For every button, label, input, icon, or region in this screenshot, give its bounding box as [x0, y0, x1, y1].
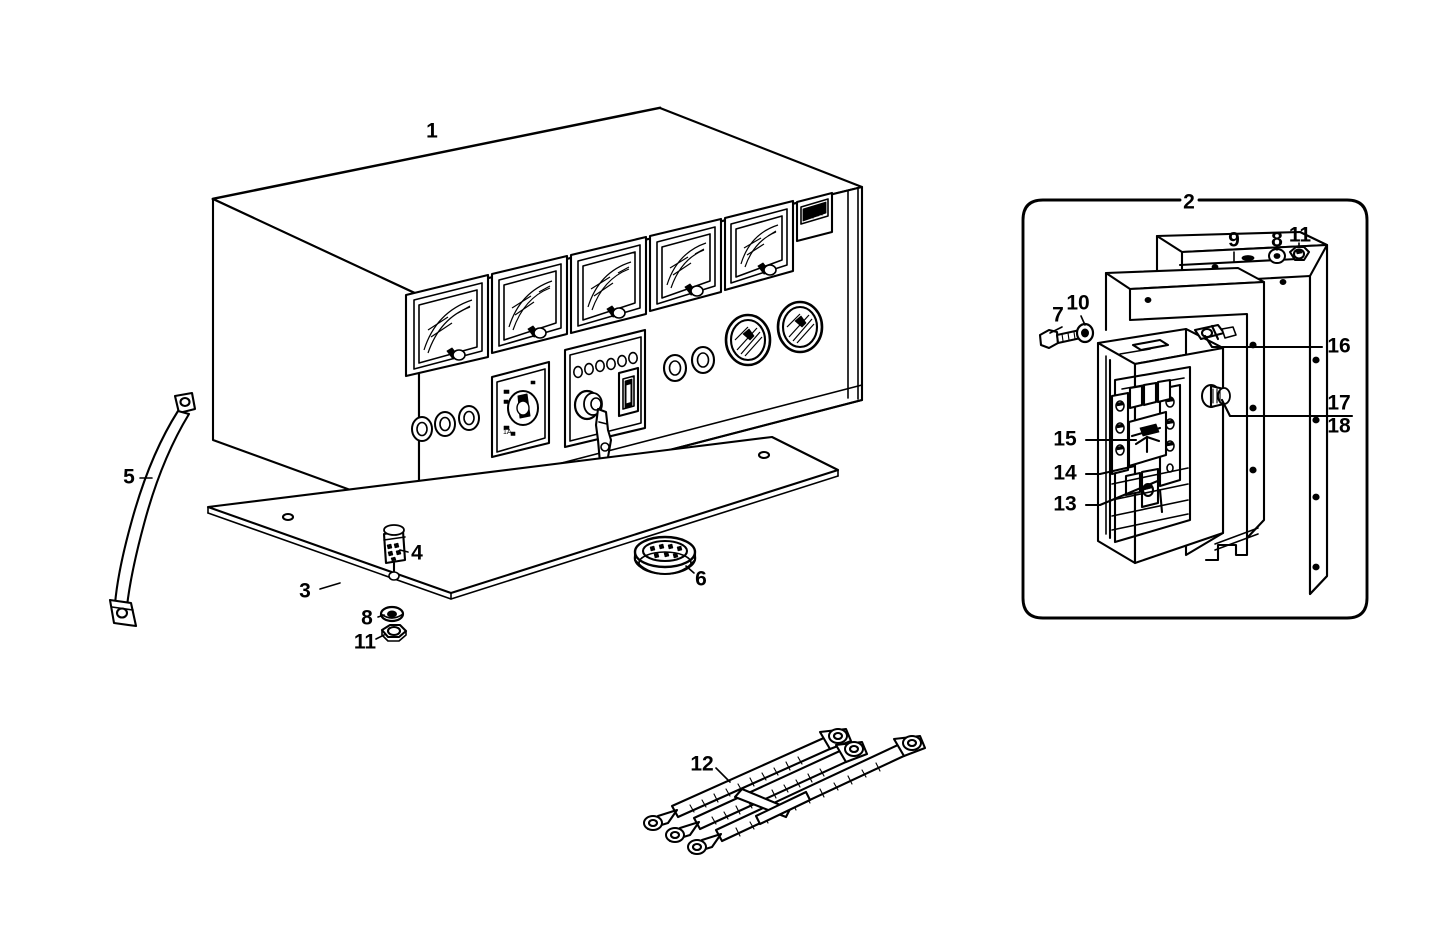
analog-meter-1 [404, 273, 490, 378]
analog-meter-5 [723, 199, 795, 292]
ground-strap-cable [108, 391, 197, 628]
detail-leader-lines [1049, 242, 1354, 507]
rotary-selector-switch[interactable]: 1A [490, 360, 551, 459]
callout-8: 8 [361, 607, 373, 630]
cable-tie-sleeve [733, 787, 812, 826]
small-knob-2 [434, 411, 456, 437]
callout-numbers: 1 2 3 4 5 6 7 8 9 10 11 12 13 14 15 16 1… [123, 120, 1351, 776]
hex-nut-base [380, 623, 408, 642]
hex-bolt [1038, 328, 1083, 350]
cable-2 [665, 740, 869, 843]
hour-meter-counter [795, 191, 834, 243]
hex-nut-bracket [1288, 245, 1311, 262]
lock-washer [1075, 322, 1095, 344]
callout-6: 6 [695, 568, 707, 591]
callout-4: 4 [411, 542, 423, 565]
key-switch-panel [563, 328, 647, 465]
circuit-breaker-lever[interactable] [1127, 410, 1168, 468]
callout-7: 7 [1052, 304, 1064, 327]
power-socket-1[interactable] [724, 313, 772, 367]
flat-washer-base [379, 605, 405, 623]
callout-9: 9 [1228, 229, 1240, 252]
callout-11-bracket: 11 [1289, 224, 1312, 247]
analog-meter-4 [648, 217, 723, 313]
cable-1 [643, 727, 853, 831]
vibration-isolator-mount [382, 524, 407, 581]
bracket-fastener [1193, 323, 1237, 341]
callout-1: 1 [426, 120, 438, 143]
callout-15: 15 [1053, 428, 1077, 451]
callout-14: 14 [1053, 462, 1077, 485]
callout-18: 18 [1327, 415, 1351, 438]
callout-11: 11 [354, 631, 377, 654]
callout-8-bracket: 8 [1271, 229, 1283, 252]
main-leader-lines [139, 477, 731, 783]
callout-2: 2 [1183, 191, 1195, 214]
callout-10: 10 [1066, 292, 1089, 315]
breaker-panel-detail-box [1021, 198, 1369, 620]
rubber-grommet [633, 535, 697, 576]
small-knob-1 [411, 416, 433, 442]
front-mounting-bracket [1104, 266, 1266, 562]
small-knob-4 [662, 353, 688, 383]
toggle-switch[interactable] [617, 366, 640, 418]
key-start-switch[interactable] [573, 389, 613, 465]
breaker-contact-blocks [1128, 378, 1172, 410]
small-knob-5 [690, 345, 716, 375]
panel-lamp-assembly [1201, 384, 1231, 409]
callout-16: 16 [1327, 335, 1350, 358]
svg-text:1A: 1A [503, 429, 512, 436]
analog-meter-3 [569, 235, 648, 335]
power-socket-2[interactable] [776, 300, 824, 354]
callout-3: 3 [299, 580, 311, 603]
circuit-breaker-module [1096, 327, 1225, 565]
callout-13: 13 [1053, 493, 1076, 516]
indicator-lamp-row [572, 351, 638, 379]
callout-17: 17 [1327, 392, 1350, 415]
battery-cable-set [643, 727, 927, 855]
callout-5: 5 [123, 466, 135, 489]
base-mounting-plate [206, 435, 840, 600]
small-knob-3 [458, 405, 480, 431]
analog-meter-2 [490, 254, 569, 355]
left-terminal-strip [1110, 391, 1130, 476]
callout-12: 12 [690, 753, 713, 776]
